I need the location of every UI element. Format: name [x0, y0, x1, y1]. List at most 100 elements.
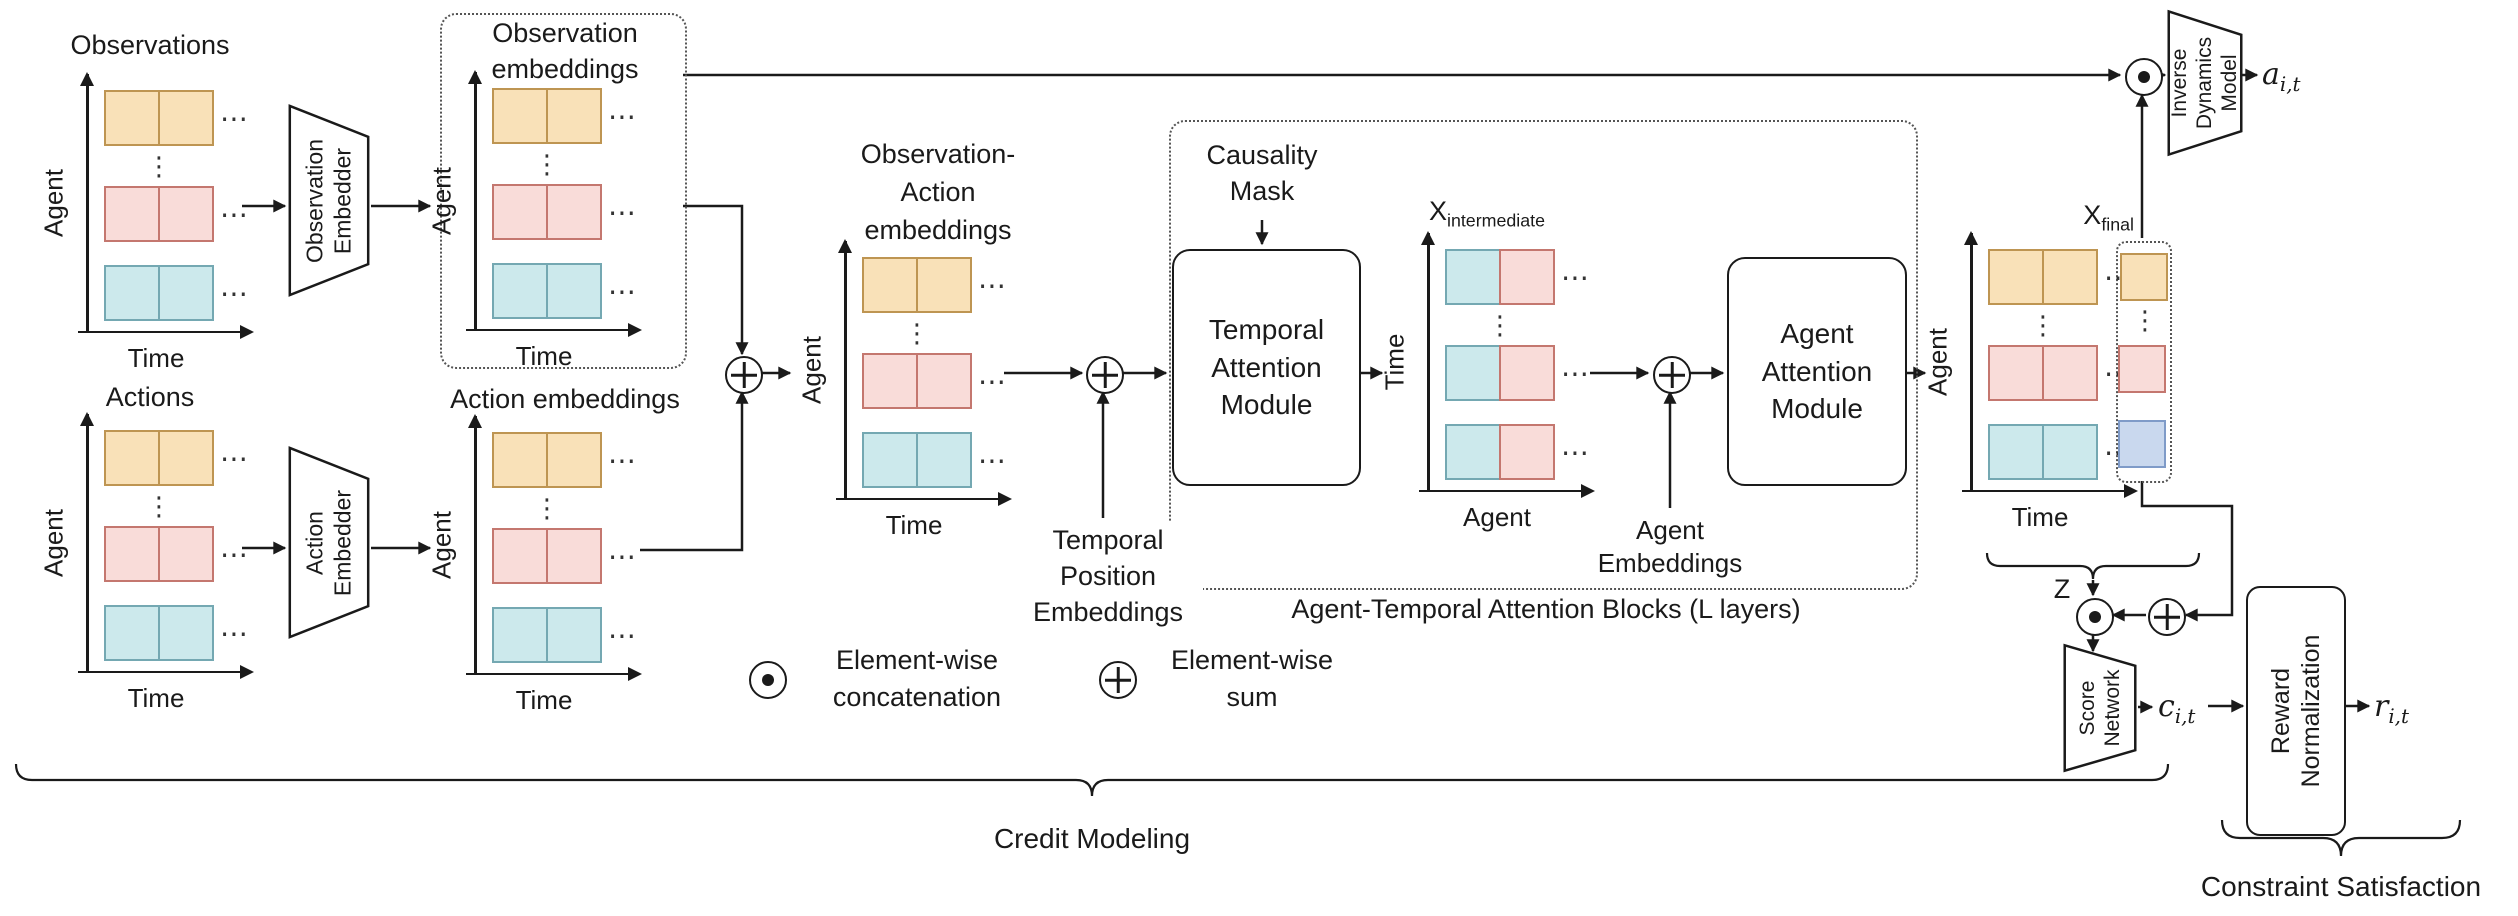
- vertical-ellipsis: ⋮: [146, 490, 172, 521]
- embedding-grid: ⋯ ⋮ ⋯ ⋯: [1445, 249, 1589, 480]
- action-embedder: Action Embedder: [289, 446, 369, 639]
- embedding-cell: [492, 528, 548, 584]
- time-axis-label: Time: [1379, 333, 1410, 391]
- agent-row: ⋯: [1988, 345, 2132, 401]
- agent-attention-module: Agent Attention Module: [1727, 257, 1907, 486]
- embedding-cell: [104, 90, 160, 146]
- agent-axis: [844, 241, 847, 499]
- time-axis-label: Time: [127, 683, 185, 713]
- temporal-attention-module: Temporal Attention Module: [1172, 249, 1361, 486]
- embedding-grid: ⋯ ⋮ ⋯ ⋯: [492, 88, 636, 319]
- action-embedder-label: Action Embedder: [301, 489, 355, 596]
- vertical-ellipsis: ⋮: [534, 148, 560, 179]
- legend-sum-label: Element-wise sum: [1170, 645, 1334, 712]
- reward-normalization-module: Reward Normalization: [2246, 586, 2346, 836]
- vertical-ellipsis: ⋮: [1487, 309, 1513, 340]
- agent-row: ⋯: [104, 90, 248, 146]
- elementwise-sum-icon: [2148, 598, 2186, 636]
- agent-row: ⋯: [104, 430, 248, 486]
- agent-row: ⋯: [104, 605, 248, 661]
- embedding-cell: [158, 265, 214, 321]
- agent-row: ⋯: [862, 353, 1006, 409]
- agent-row: ⋯: [104, 526, 248, 582]
- time-axis-label: Time: [885, 510, 943, 540]
- embedding-cell: [916, 432, 972, 488]
- time-row: ⋯: [1445, 345, 1589, 401]
- vertical-ellipsis: ⋮: [904, 317, 930, 348]
- credit-modeling-brace: [14, 763, 2170, 797]
- vertical-ellipsis: ⋮: [146, 150, 172, 181]
- embedding-cell: [104, 526, 160, 582]
- agent-axis: [474, 72, 477, 330]
- observation-action-embeddings-title: Observation- Action embeddings: [860, 139, 1016, 245]
- ellipsis: ⋯: [608, 619, 636, 651]
- agent-axis-label: Agent: [38, 169, 69, 237]
- embedding-cell: [1445, 424, 1501, 480]
- ellipsis: ⋯: [1561, 436, 1589, 468]
- final-timestep-cell: [2118, 345, 2166, 393]
- ellipsis: ⋯: [220, 617, 248, 649]
- final-timestep-cell: [2118, 420, 2166, 468]
- observations-plot: Agent Time ⋯ ⋮ ⋯ ⋯: [39, 74, 250, 373]
- agent-axis-label: Agent: [426, 511, 457, 579]
- ellipsis: ⋯: [978, 365, 1006, 397]
- embedding-grid: ⋯ ⋮ ⋯ ⋯: [492, 432, 636, 663]
- embedding-cell: [2042, 249, 2098, 305]
- agent-embeddings-label: Agent Embeddings: [1597, 515, 1743, 579]
- ellipsis: ⋯: [608, 444, 636, 476]
- embedding-cell: [492, 184, 548, 240]
- z-label: Z: [2053, 574, 2071, 604]
- time-axis-label: Time: [515, 685, 573, 715]
- embedding-cell: [546, 184, 602, 240]
- embedding-cell: [546, 88, 602, 144]
- ellipsis: ⋯: [220, 442, 248, 474]
- embedding-cell: [158, 90, 214, 146]
- x-final-plot: Agent Time ⋯ ⋮ ⋯ ⋯: [1923, 233, 2134, 532]
- observation-embeddings-group: [440, 13, 687, 369]
- time-row: ⋯: [1445, 249, 1589, 305]
- vertical-ellipsis: ⋮: [2132, 305, 2158, 335]
- embedding-cell: [1988, 345, 2044, 401]
- actions-title: Actions: [105, 382, 195, 412]
- trapezoid-shape: [289, 104, 369, 297]
- embedding-cell: [546, 263, 602, 319]
- elementwise-concatenation-icon: [2076, 598, 2114, 636]
- time-axis-label: Time: [2011, 502, 2069, 532]
- agent-axis: [86, 74, 89, 332]
- time-axis-label: Time: [515, 341, 573, 371]
- trapezoid-shape: [289, 446, 369, 639]
- time-axis: [466, 328, 638, 331]
- agent-row: ⋯: [492, 432, 636, 488]
- agent-axis: [86, 414, 89, 672]
- score-network: Score Network: [2064, 644, 2136, 772]
- action-output-label: ai,t: [2262, 57, 2301, 96]
- time-axis: [78, 670, 250, 673]
- ellipsis: ⋯: [608, 275, 636, 307]
- agent-axis: [474, 416, 477, 674]
- time-axis-label: Time: [127, 343, 185, 373]
- agent-axis: [1419, 489, 1591, 492]
- embedding-cell: [916, 353, 972, 409]
- embedding-cell: [862, 432, 918, 488]
- ellipsis: ⋯: [978, 269, 1006, 301]
- observations-title: Observations: [70, 30, 230, 60]
- embedding-grid: ⋯ ⋮ ⋯ ⋯: [104, 90, 248, 321]
- elementwise-concatenation-icon: [2125, 58, 2163, 96]
- inverse-dynamics-model-label: Inverse Dynamics Model: [2168, 36, 2242, 130]
- agent-row: ⋯: [104, 186, 248, 242]
- embedding-cell: [2042, 424, 2098, 480]
- agent-axis-label: Agent: [426, 167, 457, 235]
- embedding-cell: [862, 257, 918, 313]
- embedding-cell: [546, 432, 602, 488]
- embedding-cell: [492, 607, 548, 663]
- attention-blocks-group: [1169, 120, 1918, 590]
- agent-row: ⋯: [862, 257, 1006, 313]
- ellipsis: ⋯: [1561, 357, 1589, 389]
- agent-row: ⋯: [492, 528, 636, 584]
- agent-axis-label: Agent: [1463, 502, 1531, 532]
- score-network-label: Score Network: [2075, 669, 2124, 747]
- agent-row: ⋯: [492, 263, 636, 319]
- causality-mask-label: Causality Mask: [1206, 140, 1318, 206]
- reward-output-label: ri,t: [2374, 689, 2409, 728]
- ellipsis: ⋯: [220, 277, 248, 309]
